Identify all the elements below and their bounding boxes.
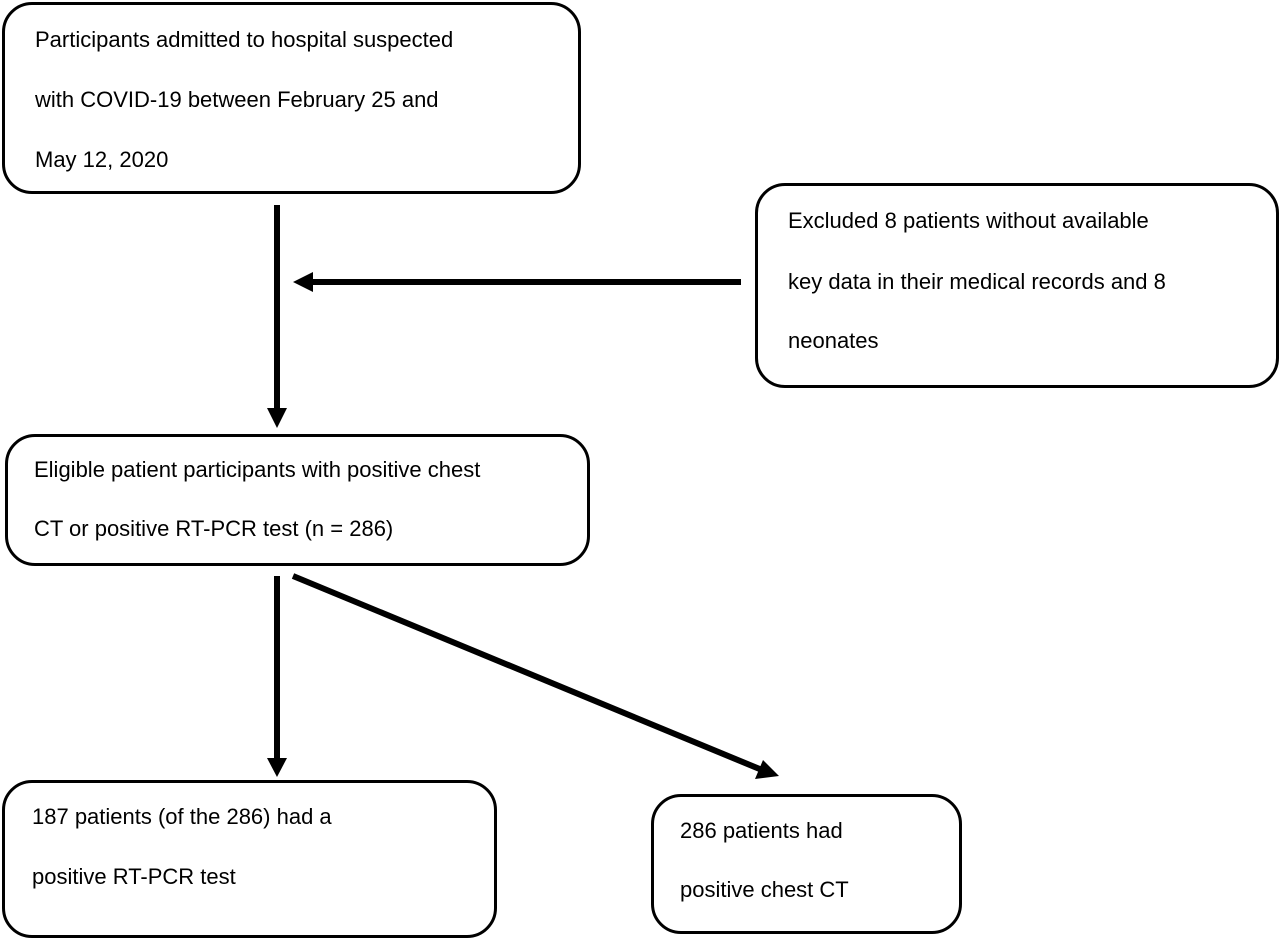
admitted-text-line-3: May 12, 2020 — [35, 147, 169, 172]
ct-box: 286 patients had positive chest CT — [651, 794, 962, 934]
excluded-text-line-3: neonates — [788, 328, 879, 353]
admitted-box: Participants admitted to hospital suspec… — [2, 2, 581, 194]
arrow-eligible-to-rtpcr — [267, 576, 287, 777]
arrow-admitted-to-eligible — [267, 205, 287, 428]
ct-text-line-1: 286 patients had — [680, 818, 843, 843]
admitted-text-line-2: with COVID-19 between February 25 and — [35, 87, 439, 112]
excluded-text-line-1: Excluded 8 patients without available — [788, 208, 1149, 233]
arrow-eligible-to-ct — [291, 573, 779, 779]
excluded-box: Excluded 8 patients without available ke… — [755, 183, 1279, 388]
eligible-box: Eligible patient participants with posit… — [5, 434, 590, 566]
eligible-text-line-1: Eligible patient participants with posit… — [34, 457, 481, 482]
excluded-text-line-2: key data in their medical records and 8 — [788, 269, 1166, 294]
rtpcr-text-line-2: positive RT-PCR test — [32, 864, 236, 889]
rtpcr-text-line-1: 187 patients (of the 286) had a — [32, 804, 332, 829]
admitted-text-line-1: Participants admitted to hospital suspec… — [35, 27, 454, 52]
ct-text-line-2: positive chest CT — [680, 877, 849, 902]
rtpcr-box: 187 patients (of the 286) had a positive… — [2, 780, 497, 938]
eligible-text-line-2: CT or positive RT-PCR test (n = 286) — [34, 516, 394, 541]
arrow-exclusion — [293, 272, 741, 292]
